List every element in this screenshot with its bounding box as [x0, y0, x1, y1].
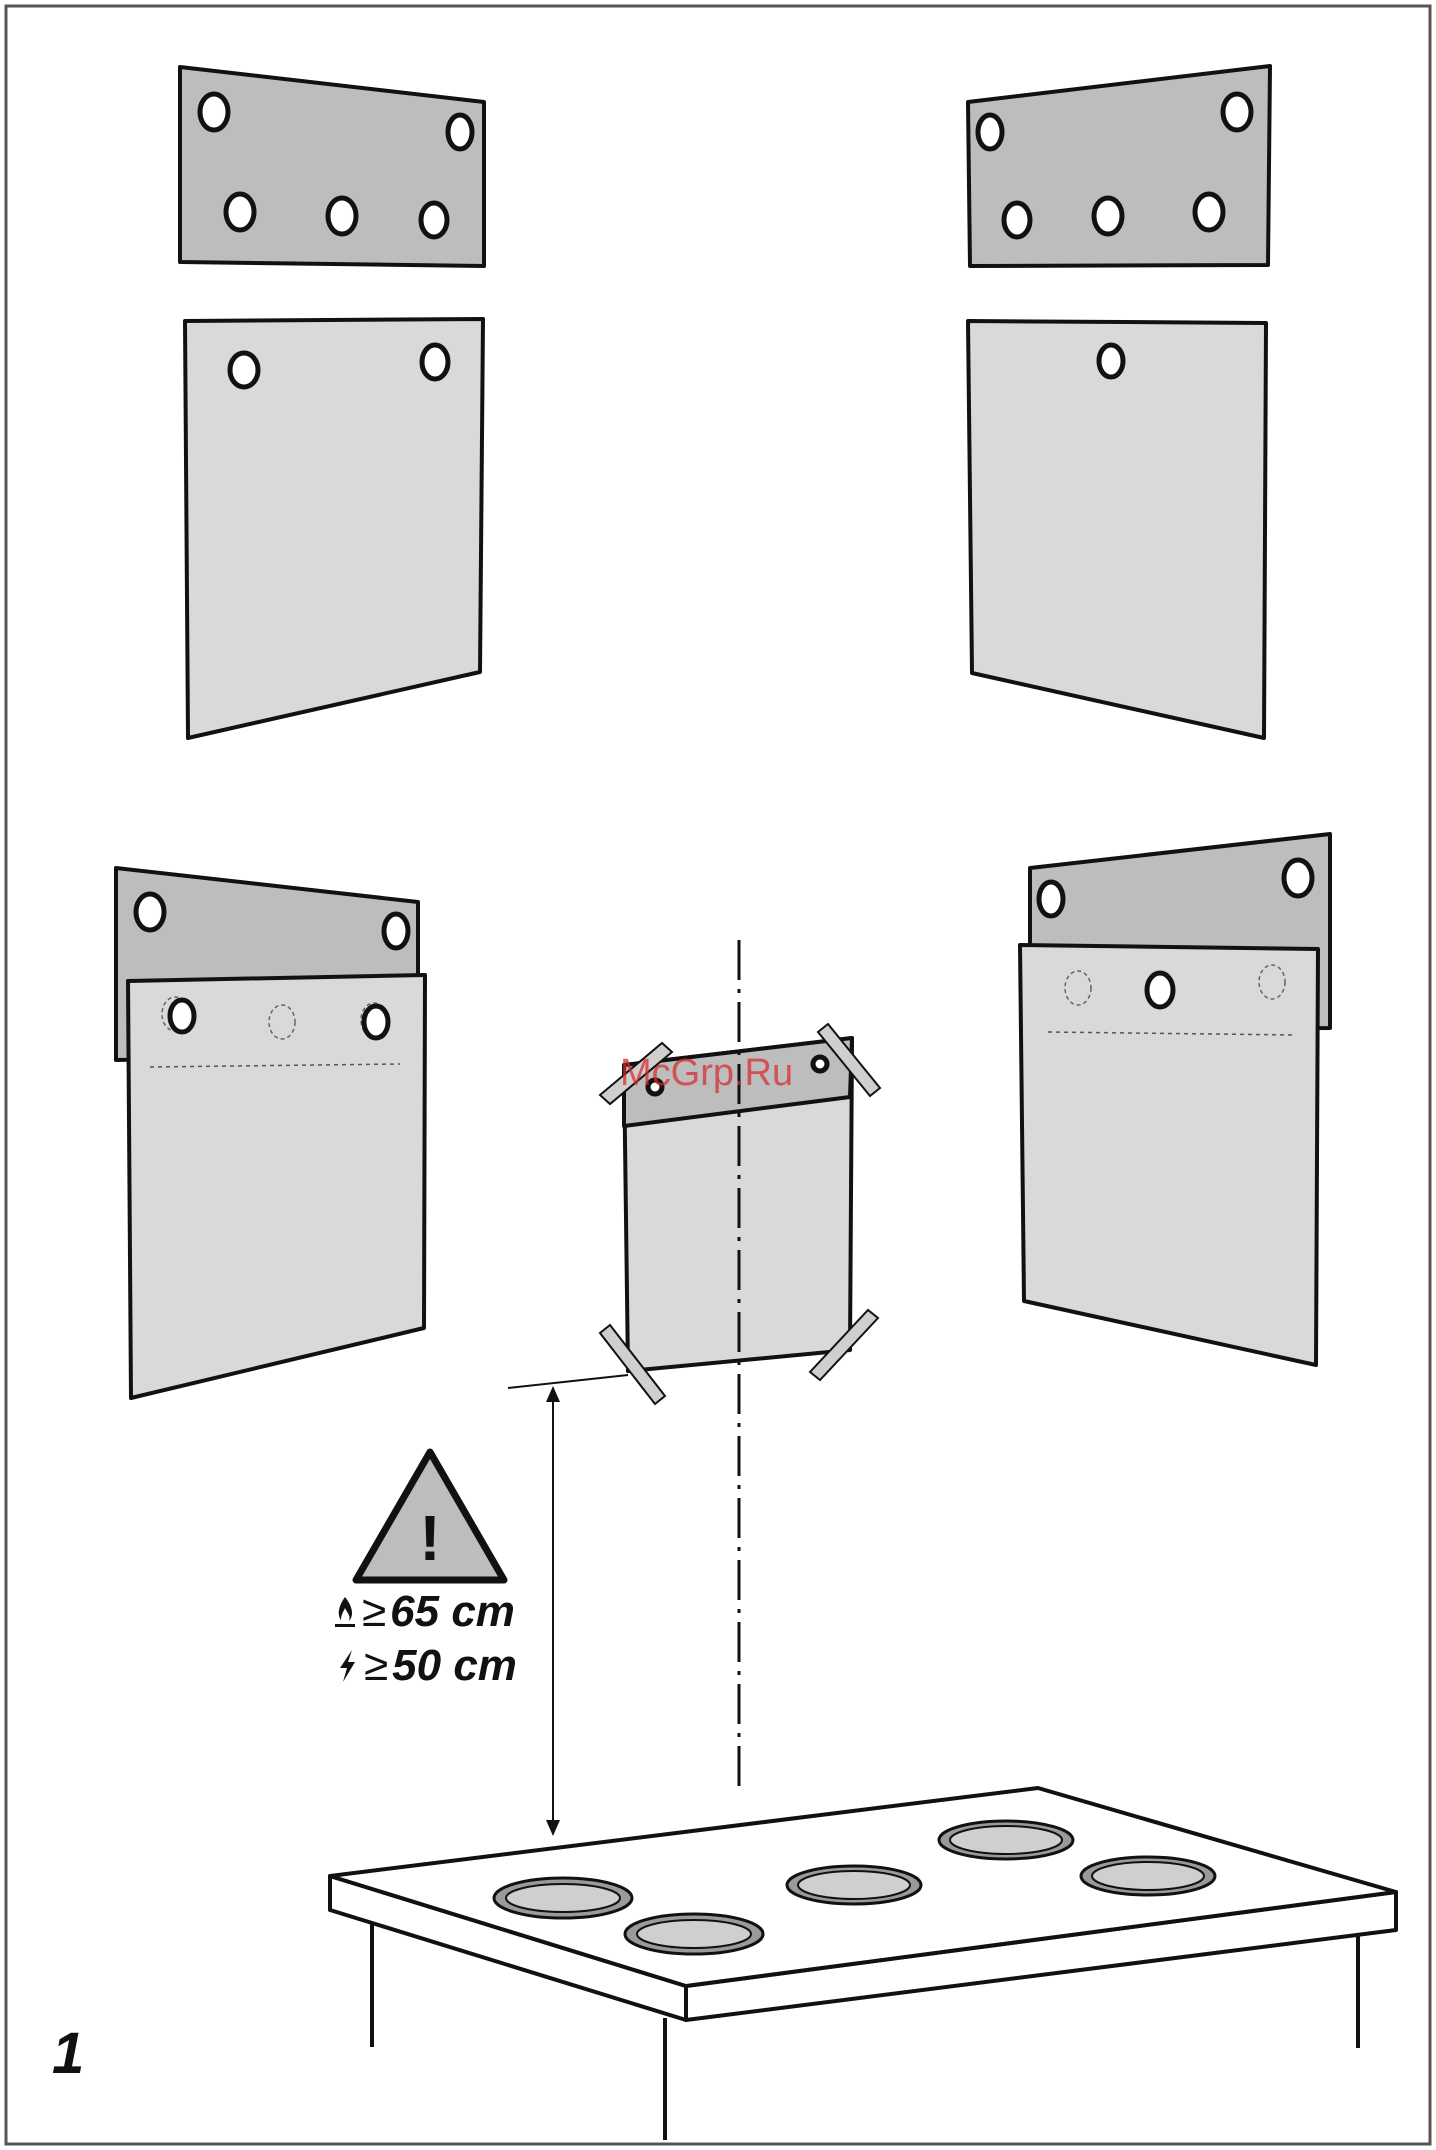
- template-sheet: [968, 321, 1266, 738]
- gas-comparator: ≥: [362, 1586, 386, 1638]
- template-assembled-right: [1020, 834, 1330, 1365]
- electric-distance-value: 50 cm: [392, 1640, 517, 1692]
- mounting-hole: [1004, 203, 1030, 237]
- burner: [625, 1914, 763, 1954]
- gas-distance-label: ≥ 65 cm: [332, 1586, 515, 1638]
- mounting-hole: [978, 115, 1002, 149]
- template-assembled-left: [116, 868, 425, 1398]
- burner: [1081, 1857, 1215, 1895]
- mounting-hole: [384, 914, 408, 948]
- electric-distance-label: ≥ 50 cm: [334, 1640, 517, 1692]
- electric-comparator: ≥: [364, 1640, 388, 1692]
- mounting-hole: [136, 894, 164, 930]
- gas-flame-icon: [332, 1594, 358, 1630]
- figure-number: 1: [52, 2020, 84, 2087]
- warning-glyph: !: [419, 1502, 440, 1574]
- watermark-text: McGrp.Ru: [620, 1052, 793, 1095]
- mounting-hole: [200, 94, 228, 130]
- template-sheet: [185, 319, 483, 738]
- mounting-hole: [1099, 345, 1123, 377]
- cooktop: [330, 1788, 1396, 2140]
- reference-line: [508, 1375, 628, 1388]
- template-sheet: [1020, 945, 1318, 1365]
- template-top-right: [968, 66, 1270, 738]
- mounting-hole: [448, 115, 472, 149]
- template-top-left: [180, 67, 484, 738]
- mounting-hole: [230, 353, 258, 387]
- mounting-hole: [1147, 973, 1173, 1007]
- gas-distance-value: 65 cm: [390, 1586, 515, 1638]
- mounting-hole: [1195, 194, 1223, 230]
- burner: [939, 1821, 1073, 1859]
- mounting-hole: [813, 1057, 827, 1071]
- mounting-hole: [1039, 882, 1063, 916]
- mounting-hole: [1223, 94, 1251, 130]
- burner: [494, 1878, 632, 1918]
- mounting-hole: [328, 198, 356, 234]
- mounting-hole: [1094, 198, 1122, 234]
- mounting-hole: [364, 1006, 388, 1038]
- mounting-hole: [421, 203, 447, 237]
- mounting-hole: [170, 1000, 194, 1032]
- mounting-hole: [1284, 860, 1312, 896]
- mounting-hole: [422, 345, 448, 379]
- mounting-hole: [226, 194, 254, 230]
- distance-arrow: [546, 1386, 560, 1836]
- burner: [787, 1866, 921, 1904]
- warning-triangle-icon: !: [356, 1452, 504, 1580]
- electric-bolt-icon: [334, 1648, 360, 1684]
